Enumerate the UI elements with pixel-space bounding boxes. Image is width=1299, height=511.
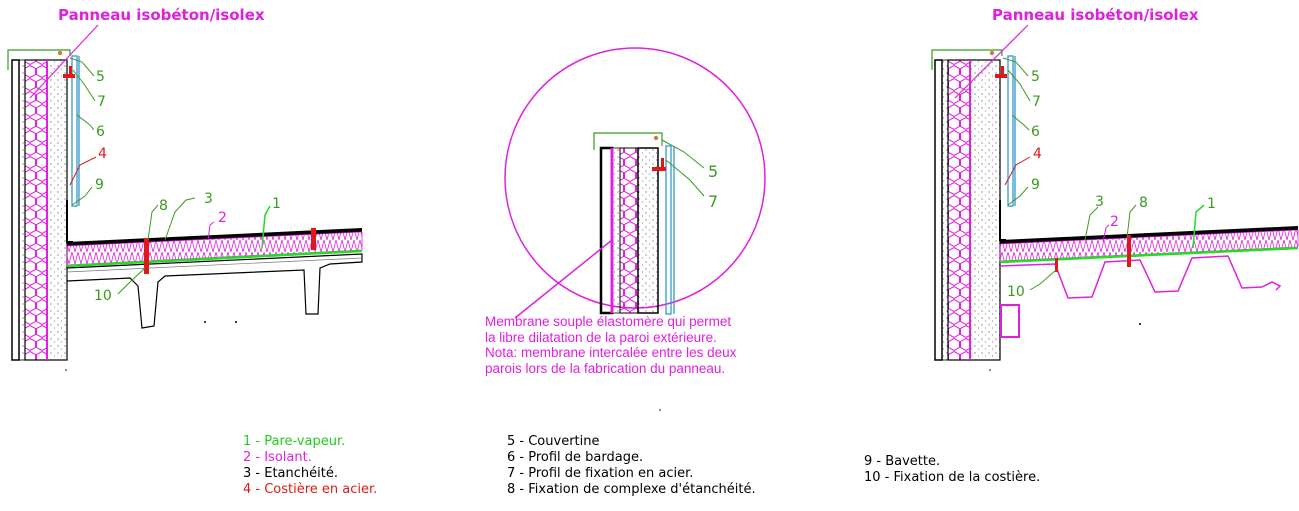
right-label-3: 3 <box>1095 194 1104 210</box>
right-label-10: 10 <box>1007 284 1025 300</box>
centre-detail <box>504 47 766 411</box>
right-label-9: 9 <box>1031 177 1040 193</box>
legend-item-9: 9 - Bavette. <box>864 454 941 469</box>
right-label-5: 5 <box>1031 69 1040 85</box>
right-steel-deck <box>999 255 1282 299</box>
legend-column-2: 5 - Couvertine 6 - Profil de bardage. 7 … <box>507 434 756 498</box>
legend-item-8: 8 - Fixation de complexe d'étanchéité. <box>507 482 756 497</box>
legend-item-3: 3 - Etanchéité. <box>243 466 338 481</box>
left-label-1: 1 <box>272 196 281 212</box>
right-detail <box>931 24 1299 371</box>
legend-item-10: 10 - Fixation de la costière. <box>864 470 1041 485</box>
left-concrete-slab <box>66 253 363 329</box>
note-line-4: parois lors de la fabrication du panneau… <box>485 360 726 376</box>
legend-item-1: 1 - Pare-vapeur. <box>243 434 346 449</box>
left-label-7: 7 <box>97 94 106 110</box>
right-label-1: 1 <box>1207 196 1216 212</box>
detail-label-7: 7 <box>708 192 719 211</box>
right-title: Panneau isobéton/isolex <box>992 6 1199 24</box>
legend-item-4: 4 - Costière en acier. <box>243 482 378 497</box>
note-line-3: Nota: membrane intercalée entre les deux <box>485 345 737 360</box>
left-detail <box>7 24 363 371</box>
left-label-5: 5 <box>96 69 105 85</box>
right-label-4: 4 <box>1033 146 1042 162</box>
right-label-6: 6 <box>1031 124 1040 140</box>
legend-column-1: 1 - Pare-vapeur. 2 - Isolant. 3 - Etanch… <box>243 434 377 498</box>
legend-item-2: 2 - Isolant. <box>243 450 312 465</box>
left-outer-skin <box>11 59 20 361</box>
legend-item-5: 5 - Couvertine <box>507 434 600 449</box>
left-label-10: 10 <box>94 288 112 304</box>
left-label-6: 6 <box>96 124 105 140</box>
left-label-9: 9 <box>95 177 104 193</box>
right-label-7: 7 <box>1032 94 1041 110</box>
right-label-8: 8 <box>1139 195 1148 211</box>
detail-label-5: 5 <box>708 162 719 181</box>
left-label-4: 4 <box>98 146 107 162</box>
left-vapour-barrier <box>66 249 363 268</box>
right-label-2: 2 <box>1110 214 1119 230</box>
note-line-2: la libre dilatation de la paroi extérieu… <box>485 329 717 345</box>
note-line-1: Membrane souple élastomère qui permet <box>485 314 732 329</box>
left-panel-insulation <box>24 59 48 361</box>
left-coping <box>7 49 71 70</box>
left-label-2: 2 <box>218 210 227 226</box>
left-label-8: 8 <box>159 198 168 214</box>
left-title: Panneau isobéton/isolex <box>58 6 265 24</box>
left-inner-skin <box>46 59 68 361</box>
left-label-3: 3 <box>204 191 213 207</box>
legend-column-3: 9 - Bavette. 10 - Fixation de la costièr… <box>864 454 1040 486</box>
legend-item-7: 7 - Profil de fixation en acier. <box>507 466 694 481</box>
membrane-note: Membrane souple élastomère qui permet la… <box>485 314 785 376</box>
legend-item-6: 6 - Profil de bardage. <box>507 450 644 465</box>
